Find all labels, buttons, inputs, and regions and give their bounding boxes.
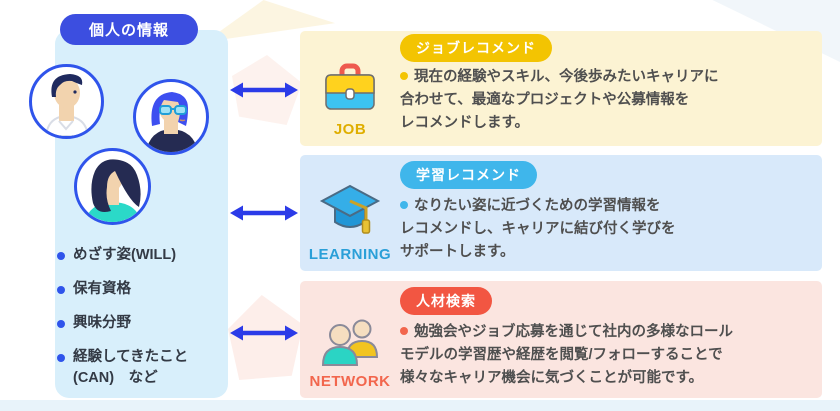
list-item: 経験してきたこと (CAN) など bbox=[57, 347, 225, 389]
bullet-dot bbox=[57, 354, 65, 362]
list-item-label: めざす姿(WILL) bbox=[73, 247, 177, 263]
list-item: 興味分野 bbox=[57, 313, 225, 334]
job-section: ジョブレコメンド JOB 現在の経験やスキル、今後歩みたいキャリアに 合わせて、… bbox=[300, 31, 822, 146]
woman-glasses-avatar-illustration bbox=[146, 92, 198, 152]
woman-back-avatar-illustration bbox=[85, 159, 141, 222]
woman-back-avatar bbox=[74, 148, 151, 225]
bullet-dot bbox=[57, 320, 65, 328]
bullet-dot bbox=[400, 201, 408, 210]
learning-description-text: なりたい姿に近づくための学習情報を レコメンドし、キャリアに結び付く学びを サポ… bbox=[400, 198, 676, 260]
personal-info-list: めざす姿(WILL) 保有資格 興味分野 経験してきたこと (CAN) など bbox=[57, 245, 225, 402]
double-arrow-learning bbox=[230, 205, 298, 221]
learning-badge: 学習レコメンド bbox=[400, 161, 537, 189]
list-item: 保有資格 bbox=[57, 279, 225, 300]
woman-glasses-avatar bbox=[133, 79, 209, 155]
job-icon-block: JOB bbox=[300, 31, 400, 146]
bullet-dot bbox=[400, 72, 408, 81]
personal-info-title: 個人の情報 bbox=[60, 14, 198, 45]
man-avatar-illustration bbox=[44, 74, 90, 136]
list-item-label: 保有資格 bbox=[73, 281, 131, 297]
learning-section: 学習レコメンド LEARNING なりたい姿に近づくための学習情報を レコメンド… bbox=[300, 155, 822, 271]
learning-description: なりたい姿に近づくための学習情報を レコメンドし、キャリアに結び付く学びを サポ… bbox=[400, 195, 818, 264]
network-description: 勉強会やジョブ応募を通じて社内の多様なロール モデルの学習歴や経歴を閲覧/フォロ… bbox=[400, 321, 818, 390]
network-badge: 人材検索 bbox=[400, 287, 492, 315]
list-item-label: 興味分野 bbox=[73, 315, 131, 331]
learning-label: LEARNING bbox=[308, 246, 392, 263]
job-badge: ジョブレコメンド bbox=[400, 34, 552, 62]
network-section: 人材検索 NETWORK 勉強会やジョブ応募を通じて社内の多様なロール モデルの… bbox=[300, 281, 822, 398]
network-description-text: 勉強会やジョブ応募を通じて社内の多様なロール モデルの学習歴や経歴を閲覧/フォロ… bbox=[400, 324, 733, 386]
bullet-dot bbox=[57, 252, 65, 260]
briefcase-icon bbox=[325, 63, 375, 110]
double-arrow-network bbox=[230, 325, 298, 341]
bullet-dot bbox=[400, 327, 408, 336]
network-icon-block: NETWORK bbox=[300, 281, 400, 398]
job-description: 現在の経験やスキル、今後歩みたいキャリアに 合わせて、最適なプロジェクトや公募情… bbox=[400, 66, 818, 135]
list-item-label: 経験してきたこと (CAN) など bbox=[73, 349, 189, 386]
learning-icon-block: LEARNING bbox=[300, 155, 400, 271]
man-avatar bbox=[29, 64, 104, 139]
job-description-text: 現在の経験やスキル、今後歩みたいキャリアに 合わせて、最適なプロジェクトや公募情… bbox=[400, 69, 719, 131]
list-item: めざす姿(WILL) bbox=[57, 245, 225, 266]
graduation-cap-icon bbox=[319, 184, 381, 234]
network-label: NETWORK bbox=[309, 373, 391, 390]
people-icon bbox=[321, 319, 379, 366]
bullet-dot bbox=[57, 286, 65, 294]
job-label: JOB bbox=[333, 121, 367, 138]
double-arrow-job bbox=[230, 82, 298, 98]
